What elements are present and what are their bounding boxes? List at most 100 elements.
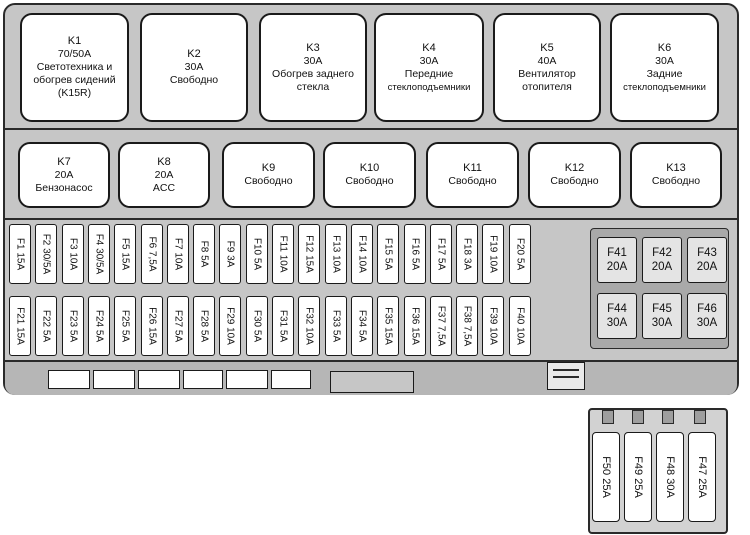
fuse-f46: F46 30A [687,293,727,339]
relay-k4-desc-2: стеклоподъемники [387,81,471,93]
relay-k3-desc-2: стекла [296,80,330,93]
relay-k2: K2 30A Свободно [140,13,248,122]
fuse-label: F14 10A [356,235,368,273]
relay-k6-desc-1: Задние [646,67,683,80]
fuse-f24: F24 5A [87,296,110,356]
relay-k8: K8 20A ACC [118,142,210,208]
relay-k10: K10 Свободно [323,142,416,208]
fuse-f48: F48 30A [656,432,684,522]
diagnostic-connector-socket [330,371,414,393]
fuse-label: F17 5A [435,237,447,271]
fuse-label: F7 10A [172,237,184,271]
fuse-f1: F1 15A [9,224,31,284]
fuse-f10: F10 5A [245,224,268,284]
fuse-label: F15 5A [382,237,394,271]
fuse-f6: F6 7,5A [140,224,163,284]
relay-k3: K3 30A Обогрев заднего стекла [259,13,367,122]
fuse-f11: F11 10A [272,224,294,284]
relay-k1-rating: 70/50A [57,48,92,60]
relay-k13-desc-1: Свободно [651,175,701,187]
fuse-f42: F42 20A [642,237,682,283]
fuse-f33: F33 5A [324,296,347,356]
fuse-f8: F8 5A [193,224,216,284]
fuse-label: F33 5A [330,309,342,343]
relay-k6-desc-2: стеклоподъемники [623,81,706,93]
fuse-f44: F44 30A [597,293,637,339]
fuse-f44-rating: 30A [606,317,628,329]
fuse-f37: F37 7,5A [429,296,452,356]
fuse-f17: F17 5A [429,224,452,284]
fuse-section-divider [5,218,737,220]
fuse-f47-label: F47 25A [696,456,708,498]
fuse-f46-name: F46 [697,303,717,315]
fuse-f4: F4 30/5A [87,224,110,284]
fuse-label: F35 15A [382,307,394,345]
fuse-f48-label: F48 30A [664,456,676,498]
fuse-f27: F27 5A [166,296,189,356]
fuse-f7: F7 10A [166,224,189,284]
relay-k13-name: K13 [666,162,686,174]
relay-k7: K7 20A Бензонасос [18,142,110,208]
bottom-slot [138,370,180,389]
lower-block-tab [662,410,674,424]
fuse-label: F6 7,5A [146,236,157,272]
relay-k8-name: K8 [157,155,171,168]
fuse-f45-rating: 30A [651,317,673,329]
relay-k5-desc-1: Вентилятор [518,67,576,80]
fuse-f20: F20 5A [508,224,531,284]
fuse-f18: F18 3A [456,224,479,284]
fuse-f35: F35 15A [377,296,400,356]
relay-k5-name: K5 [540,41,554,54]
relay-k7-rating: 20A [54,168,74,181]
fuse-label: F40 10A [514,307,526,345]
fuse-f40: F40 10A [508,296,531,356]
bottom-slot [226,370,268,389]
fuse-f16: F16 5A [403,224,426,284]
fuse-f34: F34 5A [350,296,373,356]
fuse-label: F37 7,5A [435,305,447,347]
fuse-f29: F29 10A [219,296,242,356]
lower-block-tab [694,410,706,424]
fuse-label: F29 10A [224,307,236,345]
fuse-label: F36 15A [409,307,420,345]
fuse-f22: F22 5A [35,296,58,356]
relay-k4-rating: 30A [419,54,439,67]
fuse-label: F3 10A [67,237,79,271]
fuse-f46-rating: 30A [696,317,718,329]
fuse-f50-label: F50 25A [600,456,612,498]
relay-k4-name: K4 [422,41,436,54]
relay-k5-desc-2: отопителя [522,80,572,93]
relay-k4-desc-1: Передние [404,67,454,80]
fuse-label: F19 10A [487,235,499,273]
relay-k1: K1 70/50A Светотехника и обогрев сидений… [20,13,129,122]
fuse-f2: F2 30/5A [35,224,58,284]
relay-k6-rating: 30A [655,54,674,67]
fuse-label: F4 30/5A [93,233,105,275]
fuse-f12: F12 15A [298,224,321,284]
bottom-slot [271,370,311,389]
relay-k4: K4 30A Передние стеклоподъемники [374,13,484,122]
relay-k13: K13 Свободно [630,142,722,208]
fuse-f26: F26 15A [140,296,163,356]
fuse-label: F5 15A [119,237,131,271]
fuse-f43: F43 20A [687,237,727,283]
fuse-f9: F9 3A [219,224,242,284]
relay-k12-desc-1: Свободно [550,175,599,187]
fuse-label: F9 3A [224,240,236,268]
fuse-label: F30 5A [251,309,263,343]
relay-k3-desc-1: Обогрев заднего [272,67,354,80]
fuse-f42-rating: 20A [651,261,673,273]
fuse-label: F10 5A [251,237,263,271]
fuse-f41-rating: 20A [606,261,628,273]
lower-block-tab [602,410,614,424]
relay-k1-desc-3: (K15R) [57,87,92,99]
fuse-label: F16 5A [409,237,420,271]
fuse-f43-name: F43 [697,247,717,259]
relay-k10-desc-1: Свободно [345,175,394,187]
relay-k1-desc-1: Светотехника и [36,61,113,73]
relay-k2-desc-1: Свободно [169,74,219,86]
fuse-f38: F38 7,5A [456,296,479,356]
fuse-f31: F31 5A [272,296,294,356]
fuse-label: F18 3A [461,237,473,271]
